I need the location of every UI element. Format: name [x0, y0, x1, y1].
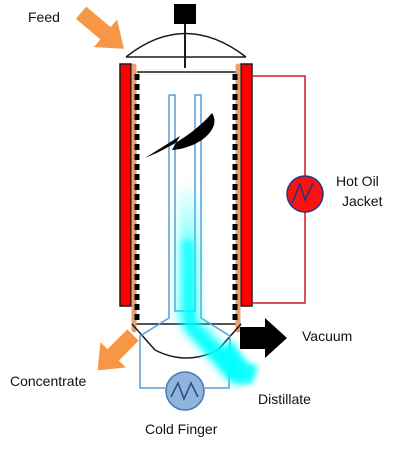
cold-finger-label: Cold Finger	[145, 421, 218, 437]
hot-oil-heat-exchanger-icon	[286, 175, 324, 213]
wiper-curved-arrow-icon	[145, 113, 215, 158]
distillate-label: Distillate	[258, 391, 311, 407]
vacuum-arrow	[240, 318, 287, 358]
concentrate-label: Concentrate	[10, 373, 86, 389]
feed-label: Feed	[28, 9, 60, 25]
vacuum-label: Vacuum	[302, 328, 352, 344]
motor-block	[174, 4, 196, 24]
distillate-stream	[178, 180, 248, 385]
cold-finger-heat-exchanger-icon	[165, 371, 205, 411]
heating-jacket-right	[240, 63, 253, 307]
hot-oil-label-line2: Jacket	[342, 193, 383, 209]
concentrate-arrow	[97, 329, 139, 371]
hot-oil-label-line1: Hot Oil	[336, 173, 379, 189]
feed-arrow	[75, 6, 124, 49]
cold-finger-return	[139, 95, 170, 389]
heating-jacket-left	[119, 63, 132, 307]
distillate-arrow	[216, 340, 258, 384]
